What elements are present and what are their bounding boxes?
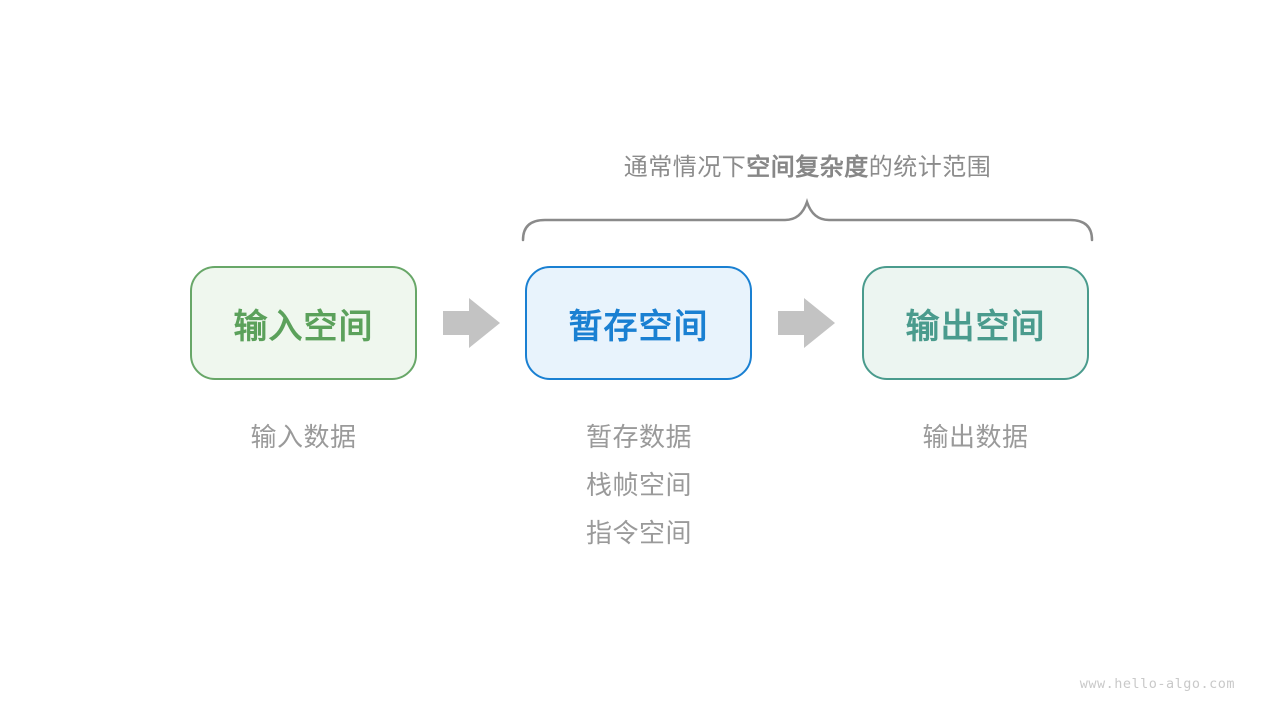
input-data-label: 输入数据: [250, 422, 357, 452]
temp-data-list: 暂存数据 栈帧空间 指令空间: [586, 413, 692, 557]
curly-brace: [521, 198, 1094, 242]
output-space-box: 输出空间: [862, 266, 1089, 380]
title-bold-term: 空间复杂度: [746, 154, 869, 181]
temp-space-label: 暂存空间: [568, 307, 709, 346]
title-prefix: 通常情况下: [623, 154, 747, 181]
list-item: 暂存数据: [586, 422, 693, 452]
watermark: www.hello-algo.com: [1079, 676, 1235, 692]
diagram-title: 通常情况下空间复杂度的统计范围: [515, 147, 1100, 182]
temp-space-box: 暂存空间: [525, 266, 752, 380]
list-item: 栈帧空间: [586, 470, 693, 500]
list-item: 指令空间: [586, 518, 693, 548]
output-data-label: 输出数据: [922, 422, 1029, 452]
arrow-right-icon: [443, 298, 500, 348]
input-space-label: 输入空间: [233, 307, 374, 346]
output-space-label: 输出空间: [905, 307, 1046, 346]
arrow-right-icon: [778, 298, 835, 348]
title-suffix: 的统计范围: [868, 154, 992, 181]
input-space-box: 输入空间: [190, 266, 417, 380]
